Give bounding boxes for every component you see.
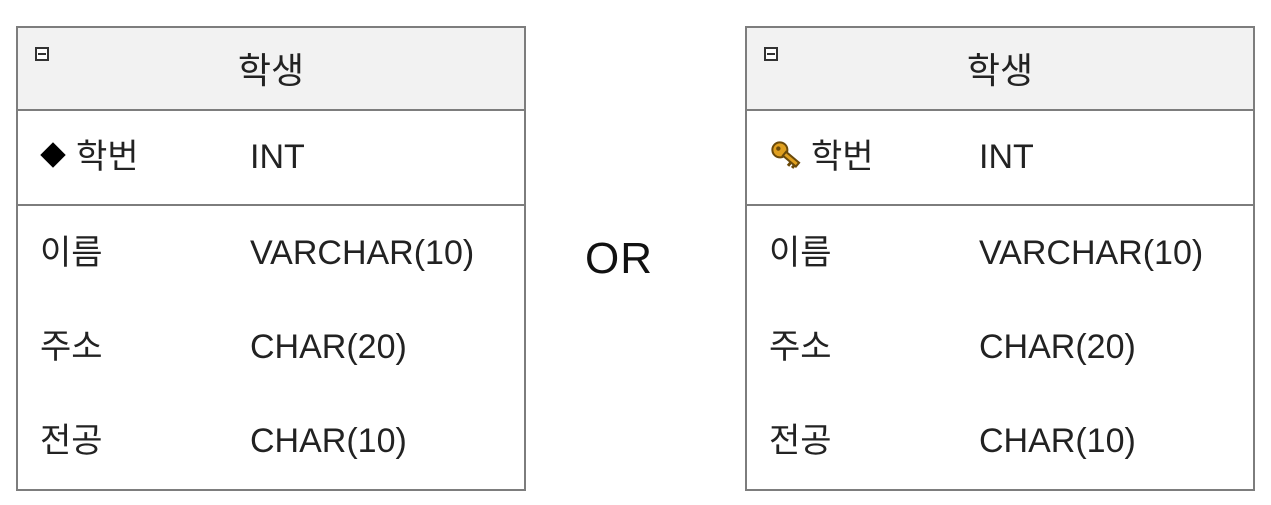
- key-icon: [771, 141, 801, 169]
- attribute-name: 이름: [769, 233, 832, 273]
- pk-column-name: 학번: [40, 111, 139, 204]
- collapse-icon[interactable]: [764, 47, 778, 61]
- pk-name-label: 학번: [76, 137, 139, 177]
- attribute-name: 전공: [40, 421, 103, 461]
- attribute-type: CHAR(10): [979, 422, 1136, 460]
- collapse-icon[interactable]: [35, 47, 49, 61]
- attribute-row[interactable]: 주소 CHAR(20): [18, 300, 524, 394]
- attribute-name: 주소: [40, 327, 103, 367]
- attribute-name: 전공: [769, 421, 832, 461]
- attribute-name: 이름: [40, 233, 103, 273]
- pk-column-type: INT: [979, 138, 1034, 176]
- attribute-row[interactable]: 이름 VARCHAR(10): [747, 206, 1253, 300]
- primary-key-row[interactable]: 학번 INT: [18, 111, 524, 206]
- attribute-list: 이름 VARCHAR(10) 주소 CHAR(20) 전공 CHAR(10): [747, 206, 1253, 488]
- attribute-row[interactable]: 이름 VARCHAR(10): [18, 206, 524, 300]
- diamond-icon: [40, 142, 66, 168]
- entity-header: 학생: [747, 28, 1253, 111]
- attribute-name: 주소: [769, 327, 832, 367]
- or-separator-label: OR: [585, 234, 653, 283]
- entity-header: 학생: [18, 28, 524, 111]
- attribute-type: CHAR(20): [979, 328, 1136, 366]
- attribute-type: CHAR(20): [250, 328, 407, 366]
- attribute-row[interactable]: 전공 CHAR(10): [747, 394, 1253, 488]
- attribute-type: VARCHAR(10): [250, 234, 475, 272]
- entity-title: 학생: [237, 51, 305, 92]
- attribute-type: CHAR(10): [250, 422, 407, 460]
- pk-name-label: 학번: [811, 137, 874, 177]
- pk-column-name: 학번: [769, 111, 874, 204]
- attribute-list: 이름 VARCHAR(10) 주소 CHAR(20) 전공 CHAR(10): [18, 206, 524, 488]
- attribute-row[interactable]: 주소 CHAR(20): [747, 300, 1253, 394]
- pk-column-type: INT: [250, 138, 305, 176]
- entity-title: 학생: [966, 51, 1034, 92]
- primary-key-row[interactable]: 학번 INT: [747, 111, 1253, 206]
- entity-student-left[interactable]: 학생 학번 INT 이름 VARCHAR(10) 주소 CHAR(20) 전공 …: [16, 26, 526, 491]
- attribute-row[interactable]: 전공 CHAR(10): [18, 394, 524, 488]
- attribute-type: VARCHAR(10): [979, 234, 1204, 272]
- entity-student-right[interactable]: 학생 학번 INT 이름 VARCHAR(10) 주소 CHAR(20): [745, 26, 1255, 491]
